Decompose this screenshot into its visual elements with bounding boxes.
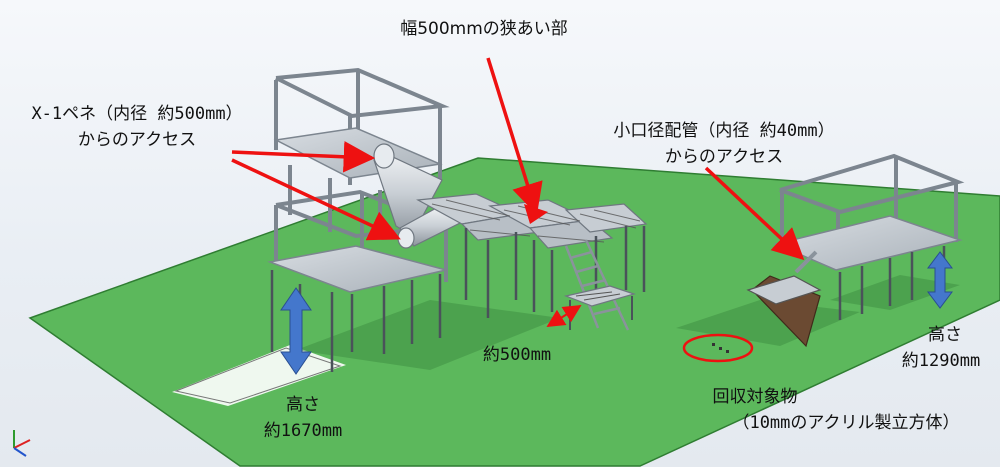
height-arrow-right: [927, 251, 953, 309]
label-target-line1: 回収対象物: [712, 387, 798, 407]
label-small-pipe-line2: からのアクセス: [664, 147, 784, 167]
label-height-right-line1: 高さ: [928, 325, 962, 345]
label-x1-access-line2: からのアクセス: [77, 130, 197, 150]
label-narrow-part: 幅500mmの狭あい部: [400, 19, 568, 39]
label-target-line2: （10mmのアクリル製立方体）: [732, 413, 960, 433]
arrow-x1-upper: [231, 141, 376, 173]
floor-shadow: [296, 300, 560, 370]
target-circle: [682, 333, 754, 363]
front-left-deck: [267, 245, 447, 293]
arrow-narrow-part: [486, 57, 543, 216]
label-small-pipe-line1: 小口径配管（内径 約40mm）: [613, 121, 835, 141]
width-dimension-arrow: [546, 305, 582, 327]
label-height-right-line2: 約1290mm: [901, 351, 981, 371]
label-x1-access-line1: X-1ペネ（内径 約500mm）: [31, 104, 243, 124]
arrow-x1-lower: [231, 158, 401, 241]
arrow-small-pipe: [704, 166, 805, 261]
label-height-left-line2: 約1670mm: [263, 421, 343, 441]
label-height-left-line1: 高さ: [286, 395, 320, 415]
axis-triad-icon: [13, 430, 31, 457]
label-width-500: 約500mm: [482, 345, 552, 365]
small-pipe: [794, 250, 818, 274]
right-deck: [773, 215, 963, 271]
annotation-arrows: [231, 57, 805, 261]
floor-shadow: [174, 347, 342, 404]
small-grating: [746, 275, 822, 305]
narrow-part-marker: [524, 204, 548, 224]
target-object-dots: [712, 343, 729, 353]
height-arrow-left: [280, 287, 312, 375]
